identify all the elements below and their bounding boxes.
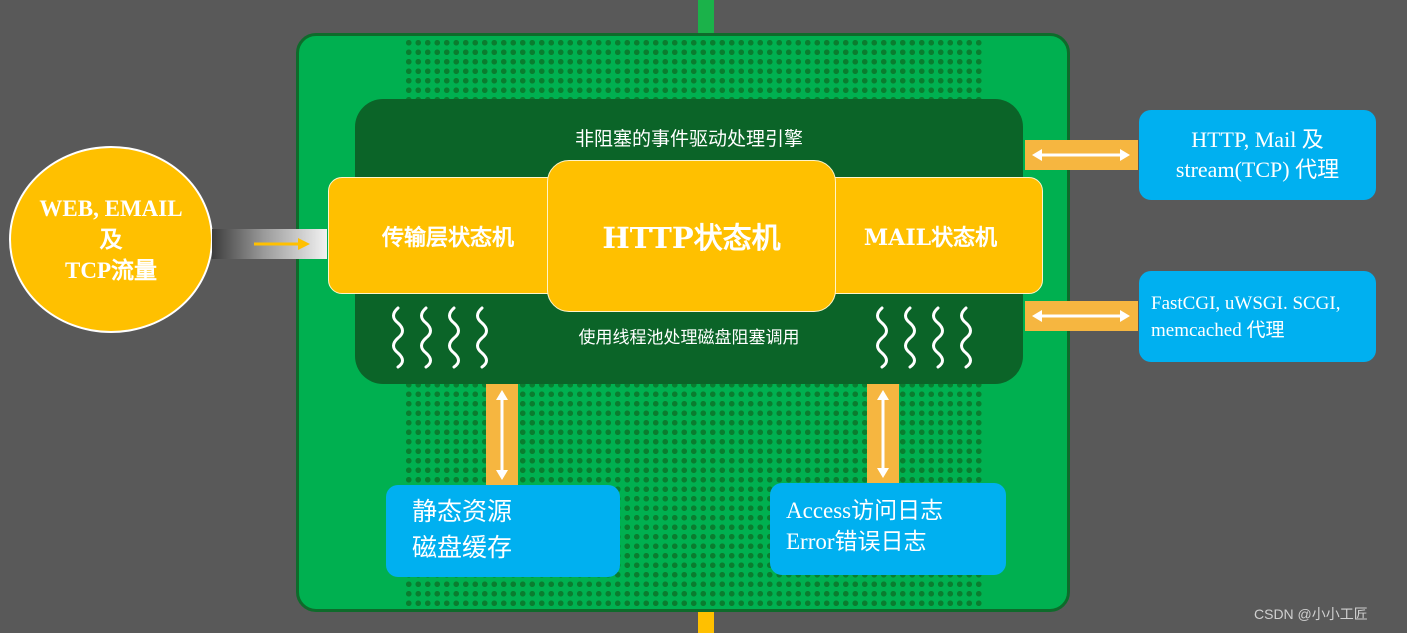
mail-state-machine: MAIL状态机 (818, 177, 1043, 294)
engine-title: 非阻塞的事件驱动处理引擎 (574, 128, 803, 150)
logs-double-arrow-icon (877, 390, 889, 478)
client-traffic-circle: WEB, EMAIL 及 TCP流量 (9, 146, 213, 333)
engine-subtitle: 使用线程池处理磁盘阻塞调用 (578, 328, 800, 348)
http-mail-stream-proxy-box: HTTP, Mail 及 stream(TCP) 代理 (1139, 110, 1376, 200)
proxy1-line-1: HTTP, Mail 及 (1191, 127, 1324, 152)
http-state-machine: HTTP状态机 (547, 160, 836, 312)
top-pin (698, 0, 714, 34)
http-proxy-double-arrow-icon (1032, 149, 1130, 161)
proxy1-line-2: stream(TCP) 代理 (1175, 157, 1340, 182)
transport-state-machine: 传输层状态机 (328, 177, 568, 294)
static-resource-cache-box: 静态资源 磁盘缓存 (386, 485, 620, 577)
client-line-1: WEB, EMAIL (39, 196, 183, 221)
inbound-arrow-icon (254, 238, 310, 250)
thread-squiggle-right-icon (876, 306, 972, 369)
static-line-1: 静态资源 (412, 499, 513, 526)
client-line-3: TCP流量 (65, 258, 157, 283)
fastcgi-proxy-double-arrow-icon (1032, 310, 1130, 322)
proxy2-line-1: FastCGI, uWSGI. SCGI, (1151, 292, 1341, 314)
logs-line-2: Error错误日志 (786, 529, 927, 554)
bottom-pin (698, 612, 714, 633)
proxy2-line-2: memcached 代理 (1151, 319, 1285, 341)
static-cache-double-arrow-icon (496, 390, 508, 480)
watermark: CSDN @小小工匠 (1254, 606, 1368, 622)
thread-squiggle-left-icon (392, 306, 488, 369)
static-line-2: 磁盘缓存 (412, 535, 513, 562)
log-files-box: Access访问日志 Error错误日志 (770, 483, 1006, 575)
client-line-2: 及 (99, 227, 123, 252)
logs-line-1: Access访问日志 (786, 498, 944, 523)
fastcgi-proxy-box: FastCGI, uWSGI. SCGI, memcached 代理 (1139, 271, 1376, 362)
